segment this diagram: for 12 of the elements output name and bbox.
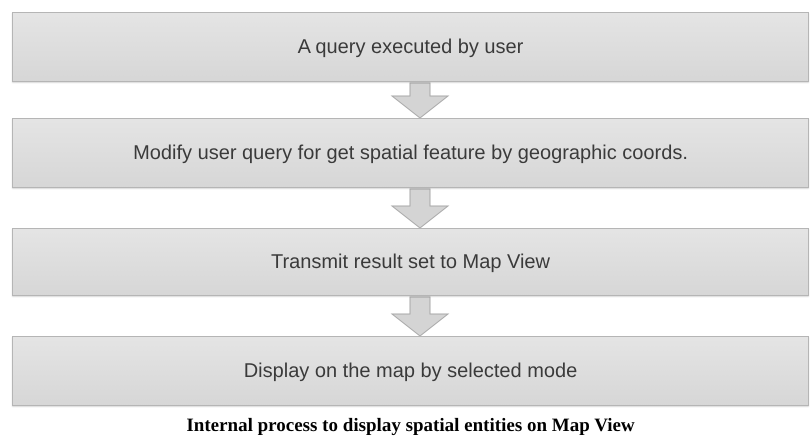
step-text: Modify user query for get spatial feature by geographic coords. xyxy=(132,141,689,166)
block-arrow xyxy=(390,82,450,119)
caption: Internal process to display spatial entities on Map View xyxy=(185,414,636,438)
step-text: A query executed by user xyxy=(296,35,524,60)
step-text: Display on the map by selected mode xyxy=(242,359,578,384)
process-box xyxy=(12,12,809,82)
process-box xyxy=(12,336,809,406)
process-box xyxy=(12,228,809,296)
block-arrow xyxy=(390,188,450,229)
step-text: Transmit result set to Map View xyxy=(270,250,551,275)
block-arrow xyxy=(390,296,450,337)
process-box xyxy=(12,118,809,188)
